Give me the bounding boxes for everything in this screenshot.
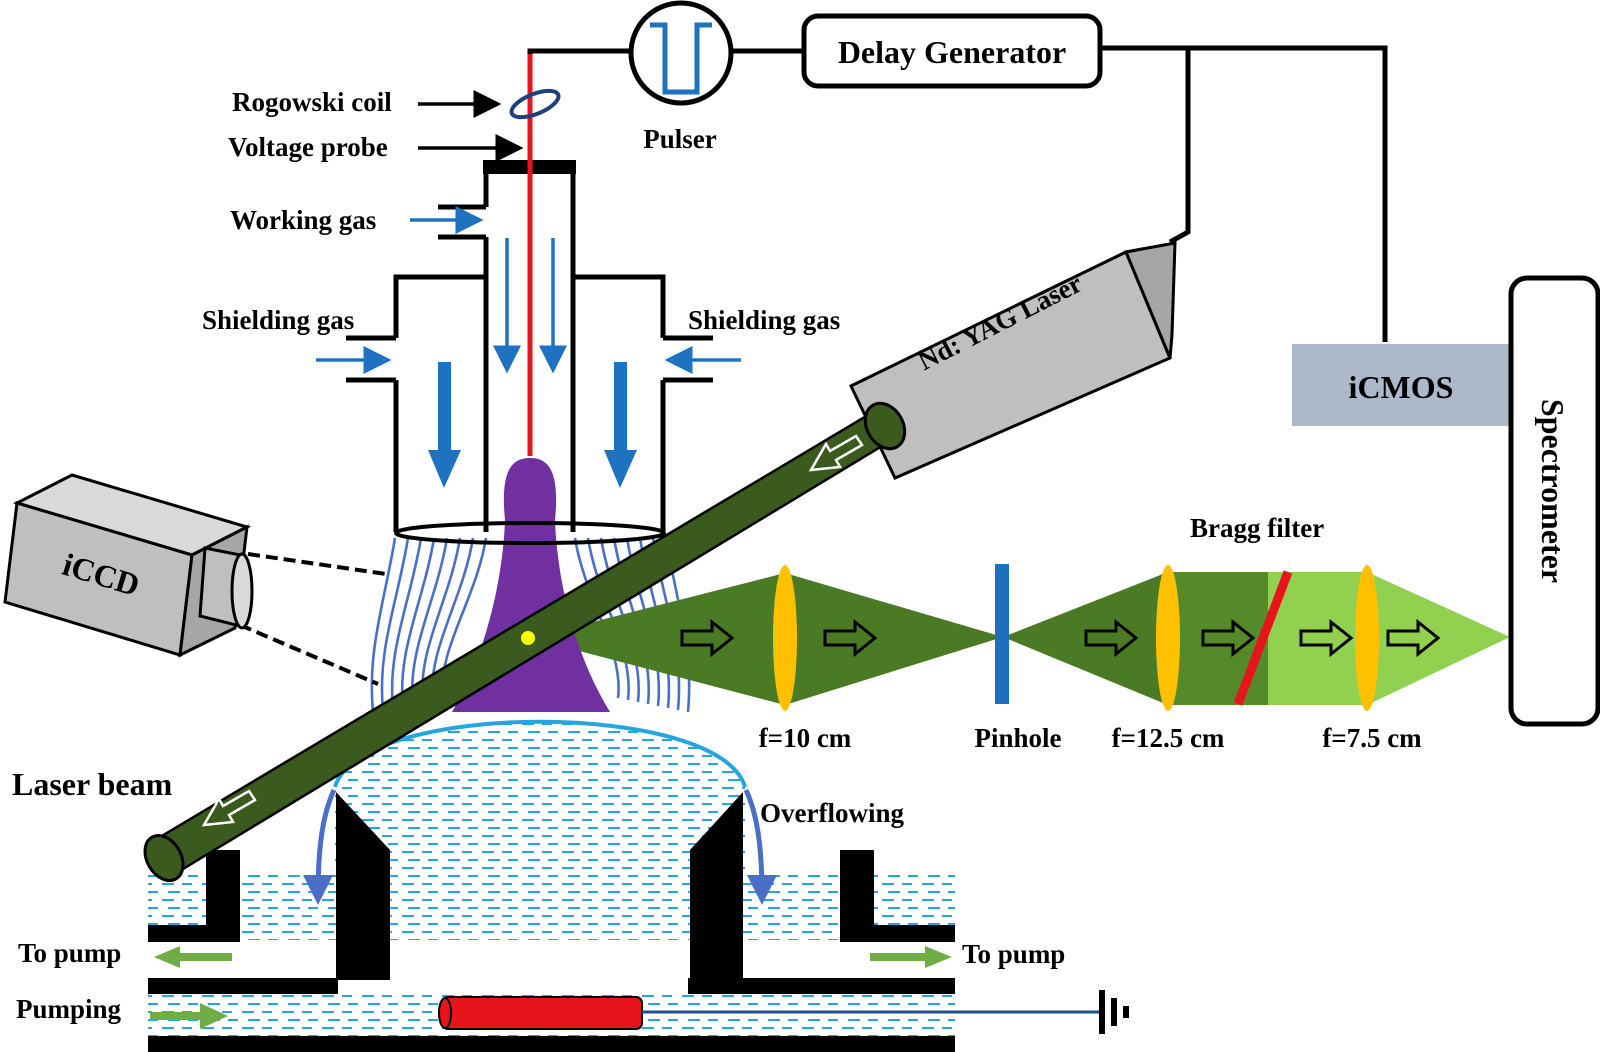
- pulse-icon: [650, 22, 712, 95]
- lens-3-label: f=7.5 cm: [1322, 723, 1422, 753]
- shielding-gas-left-label: Shielding gas: [202, 305, 354, 335]
- beam-arrow: [680, 618, 735, 658]
- wiring: [527, 45, 1388, 342]
- beam-arrow: [1201, 618, 1256, 658]
- lens-f7-5: [1355, 565, 1379, 711]
- lens-2-label: f=12.5 cm: [1112, 723, 1225, 753]
- channel-wall-upper: [148, 978, 338, 994]
- pump-arrows: [150, 946, 952, 1029]
- overflowing-label: Overflowing: [760, 798, 904, 828]
- pinhole: [995, 564, 1009, 704]
- laser-direction-arrow: [201, 789, 257, 827]
- shielding-gas-right-label: Shielding gas: [688, 305, 840, 335]
- ground-electrode: [441, 996, 643, 1030]
- outer-wall-left: [148, 850, 240, 942]
- pulser: Pulser: [628, 0, 734, 154]
- nozzle-outlet: [394, 521, 666, 545]
- vessel-wall-right: [690, 792, 743, 980]
- to-pump-right-label: To pump: [962, 939, 1065, 969]
- flow-line: [390, 537, 423, 709]
- laser-beam: [143, 401, 907, 882]
- icmos-label: iCMOS: [1349, 369, 1454, 405]
- label-pointers: [418, 90, 524, 162]
- laser-beam-label: Laser beam: [12, 766, 173, 802]
- flow-line: [400, 537, 436, 707]
- voltage-probe-label: Voltage probe: [228, 132, 388, 162]
- water-vessel: [148, 719, 1100, 1052]
- rogowski-coil: [509, 88, 561, 120]
- delay-generator: Delay Generator: [801, 13, 1103, 89]
- flow-line: [370, 537, 397, 713]
- bragg-filter: [1233, 570, 1293, 706]
- beam-direction-arrows: [680, 618, 1441, 658]
- ground-symbol: [1099, 990, 1129, 1034]
- outer-wall-right: [840, 850, 955, 942]
- icmos: iCMOS: [1292, 344, 1510, 426]
- nd-yag-laser: Nd: YAG Laser: [849, 241, 1177, 480]
- beam-arrow: [823, 618, 878, 658]
- iccd-camera: iCCD: [3, 473, 387, 686]
- laser-direction-arrow: [808, 434, 864, 472]
- spectrometer-label: Spectrometer: [1535, 399, 1571, 583]
- pinhole-label: Pinhole: [974, 723, 1061, 753]
- flow-line: [380, 537, 410, 711]
- lens-f10: [773, 565, 797, 711]
- gas-flow-arrows: [316, 206, 741, 374]
- delay-generator-label: Delay Generator: [838, 34, 1066, 70]
- focal-point: [521, 631, 535, 645]
- beam-arrow: [1084, 618, 1139, 658]
- lens-f12-5: [1156, 565, 1180, 711]
- flow-line: [410, 537, 449, 705]
- rogowski-coil-label: Rogowski coil: [232, 87, 392, 117]
- vessel-bottom: [148, 1036, 955, 1052]
- beam-arrow: [1299, 618, 1354, 658]
- lenses: [773, 565, 1379, 711]
- lens-1-label: f=10 cm: [759, 723, 852, 753]
- beam-arrow: [1386, 618, 1441, 658]
- bragg-filter-label: Bragg filter: [1190, 513, 1324, 543]
- to-pump-left-label: To pump: [18, 938, 121, 968]
- shield-tube: [346, 274, 713, 532]
- shielding-flow-arrows: [428, 362, 637, 488]
- working-gas-label: Working gas: [230, 205, 376, 235]
- spectrometer: Spectrometer: [1508, 275, 1600, 727]
- pumping-label: Pumping: [16, 994, 122, 1024]
- pulser-label: Pulser: [643, 124, 717, 154]
- vessel-wall-left: [336, 792, 390, 980]
